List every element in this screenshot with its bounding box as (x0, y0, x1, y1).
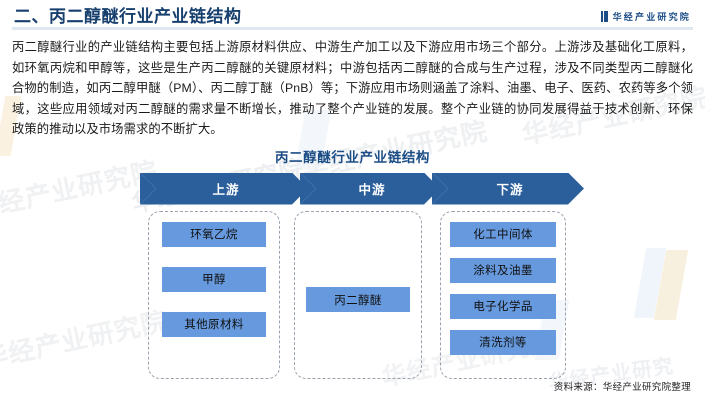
brand-logo: 华经产业研究院 (600, 5, 691, 23)
intro-paragraph: 丙二醇醚行业的产业链结构主要包括上游原材料供应、中游生产加工以及下游应用市场三个… (12, 40, 693, 136)
chain-diagram: 上游 中游 下游 环氧乙烷 甲醇 其他原材料 丙二醇醚 化工中间体 涂料及油墨 … (0, 172, 705, 381)
stage-banner-downstream: 下游 (432, 173, 584, 205)
chain-item: 环氧乙烷 (162, 221, 266, 247)
chain-item: 电子化学品 (450, 293, 556, 319)
stage-banner-upstream: 上游 (140, 173, 308, 205)
page-title: 二、丙二醇醚行业产业链结构 (14, 6, 242, 26)
bar-mark-icon (600, 11, 608, 22)
chain-item: 涂料及油墨 (450, 257, 556, 283)
source-note: 资料来源：华经产业研究院整理 (553, 382, 691, 393)
stage-label: 下游 (496, 183, 524, 197)
stage-panel-upstream: 环氧乙烷 甲醇 其他原材料 (148, 210, 280, 379)
stage-label: 中游 (358, 183, 386, 197)
stage-panel-midstream: 丙二醇醚 (294, 210, 422, 379)
brand-name: 华经产业研究院 (612, 12, 691, 22)
chain-item: 丙二醇醚 (306, 287, 410, 312)
stage-banner-midstream: 中游 (300, 173, 440, 205)
industry-chain-figure: 丙二醇醚行业产业链结构 上游 中游 下游 环氧乙烷 甲醇 其他原材料 丙二醇醚 (0, 146, 705, 396)
chain-item: 化工中间体 (450, 221, 556, 247)
chain-item: 其他原材料 (162, 311, 266, 337)
header-divider (12, 27, 693, 30)
chain-item: 清洗剂等 (450, 329, 556, 355)
stage-panel-downstream: 化工中间体 涂料及油墨 电子化学品 清洗剂等 (440, 210, 566, 379)
chain-item: 甲醇 (162, 266, 266, 292)
stage-banner-row: 上游 中游 下游 (0, 172, 705, 205)
page-header: 二、丙二醇醚行业产业链结构 华经产业研究院 (0, 0, 705, 28)
stage-label: 上游 (212, 183, 240, 197)
figure-title: 丙二醇醚行业产业链结构 (274, 149, 431, 165)
